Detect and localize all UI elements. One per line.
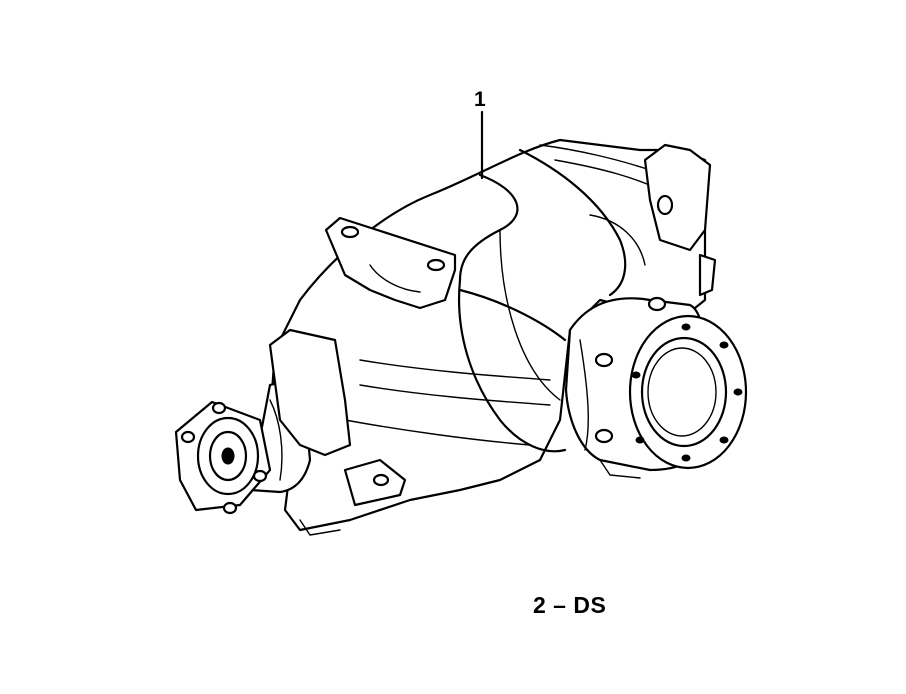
top-mount-bracket <box>324 216 457 310</box>
lower-mount-bracket <box>268 328 407 536</box>
rear-mount-bracket <box>643 143 717 297</box>
input-flange <box>174 382 312 515</box>
callout-number: 1 <box>474 88 486 111</box>
output-flange <box>564 296 748 479</box>
diagram-code: 2 – DS <box>533 592 607 618</box>
